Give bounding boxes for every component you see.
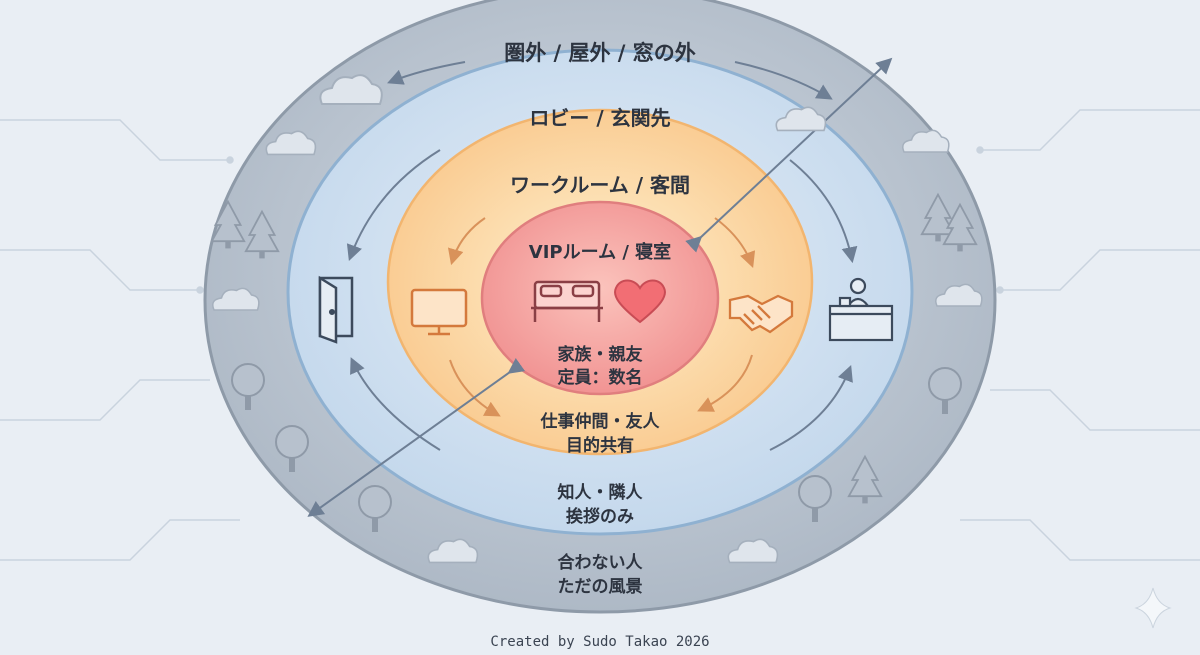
heart-icon: [614, 279, 666, 324]
vip-title: VIPルーム / 寝室: [529, 241, 671, 263]
door-icon: [318, 275, 354, 344]
background-circuit-lines: [0, 109, 1200, 561]
diagonal-arrow-upper: [685, 57, 893, 253]
outer-line1: 合わない人: [558, 552, 644, 573]
vip-line2: 定員：数名: [558, 367, 643, 388]
monitor-icon: [410, 288, 468, 336]
lobby-ring-title: ロビー / 玄関先: [529, 106, 670, 130]
work-line2: 目的共有: [566, 435, 634, 456]
work-ring-title: ワークルーム / 客間: [510, 173, 690, 197]
work-line1: 仕事仲間・友人: [540, 411, 661, 432]
lobby-line2: 挨拶のみ: [566, 506, 634, 527]
handshake-icon: [728, 294, 794, 334]
bed-icon: [531, 280, 603, 322]
sparkle-icon: [1134, 587, 1172, 629]
reception-desk-icon: [828, 277, 894, 342]
lobby-line1: 知人・隣人: [557, 482, 644, 503]
outer-ring-title: 圏外 / 屋外 / 窓の外: [504, 41, 696, 65]
diagonal-arrow-lower: [307, 358, 526, 517]
vip-line1: 家族・親友: [558, 344, 643, 365]
credit-text: Created by Sudo Takao 2026: [490, 634, 709, 650]
outer-line2: ただの風景: [558, 577, 643, 597]
